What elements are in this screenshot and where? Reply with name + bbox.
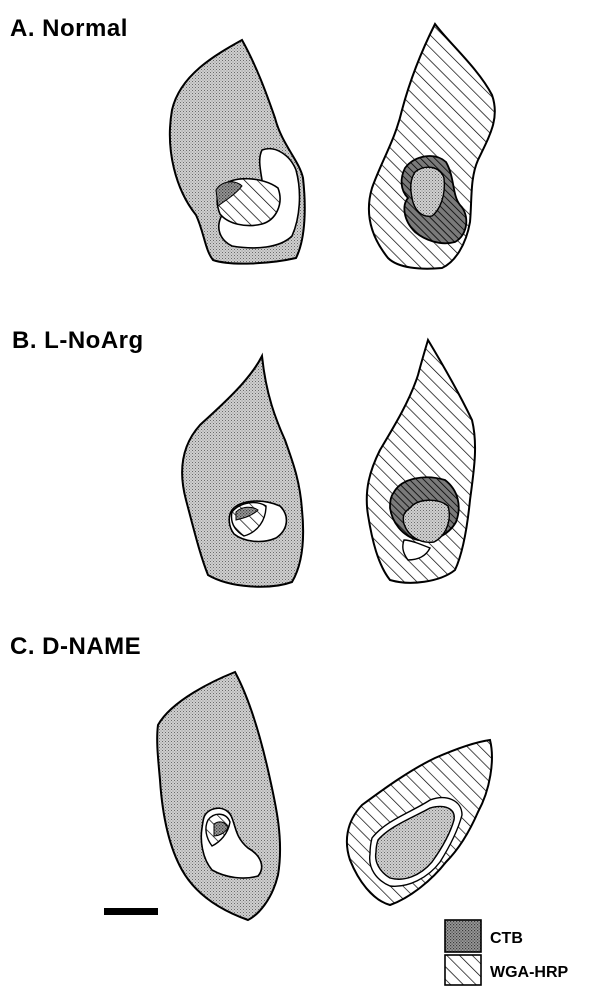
scale-bar <box>104 908 158 915</box>
legend-label-wga-hrp: WGA-HRP <box>490 964 569 981</box>
legend-swatch-wga-hrp <box>445 955 481 985</box>
legend-swatch-ctb <box>445 920 481 952</box>
legend-label-ctb: CTB <box>490 930 523 947</box>
legend: CTB WGA-HRP <box>445 920 569 985</box>
panel-b-left-section <box>182 356 303 587</box>
panel-a-right-section <box>369 24 495 269</box>
panel-b-right-section <box>367 340 475 583</box>
panel-c-right-section <box>347 740 492 905</box>
panel-c-left-section <box>157 672 280 920</box>
panel-a-left-section <box>170 40 305 264</box>
